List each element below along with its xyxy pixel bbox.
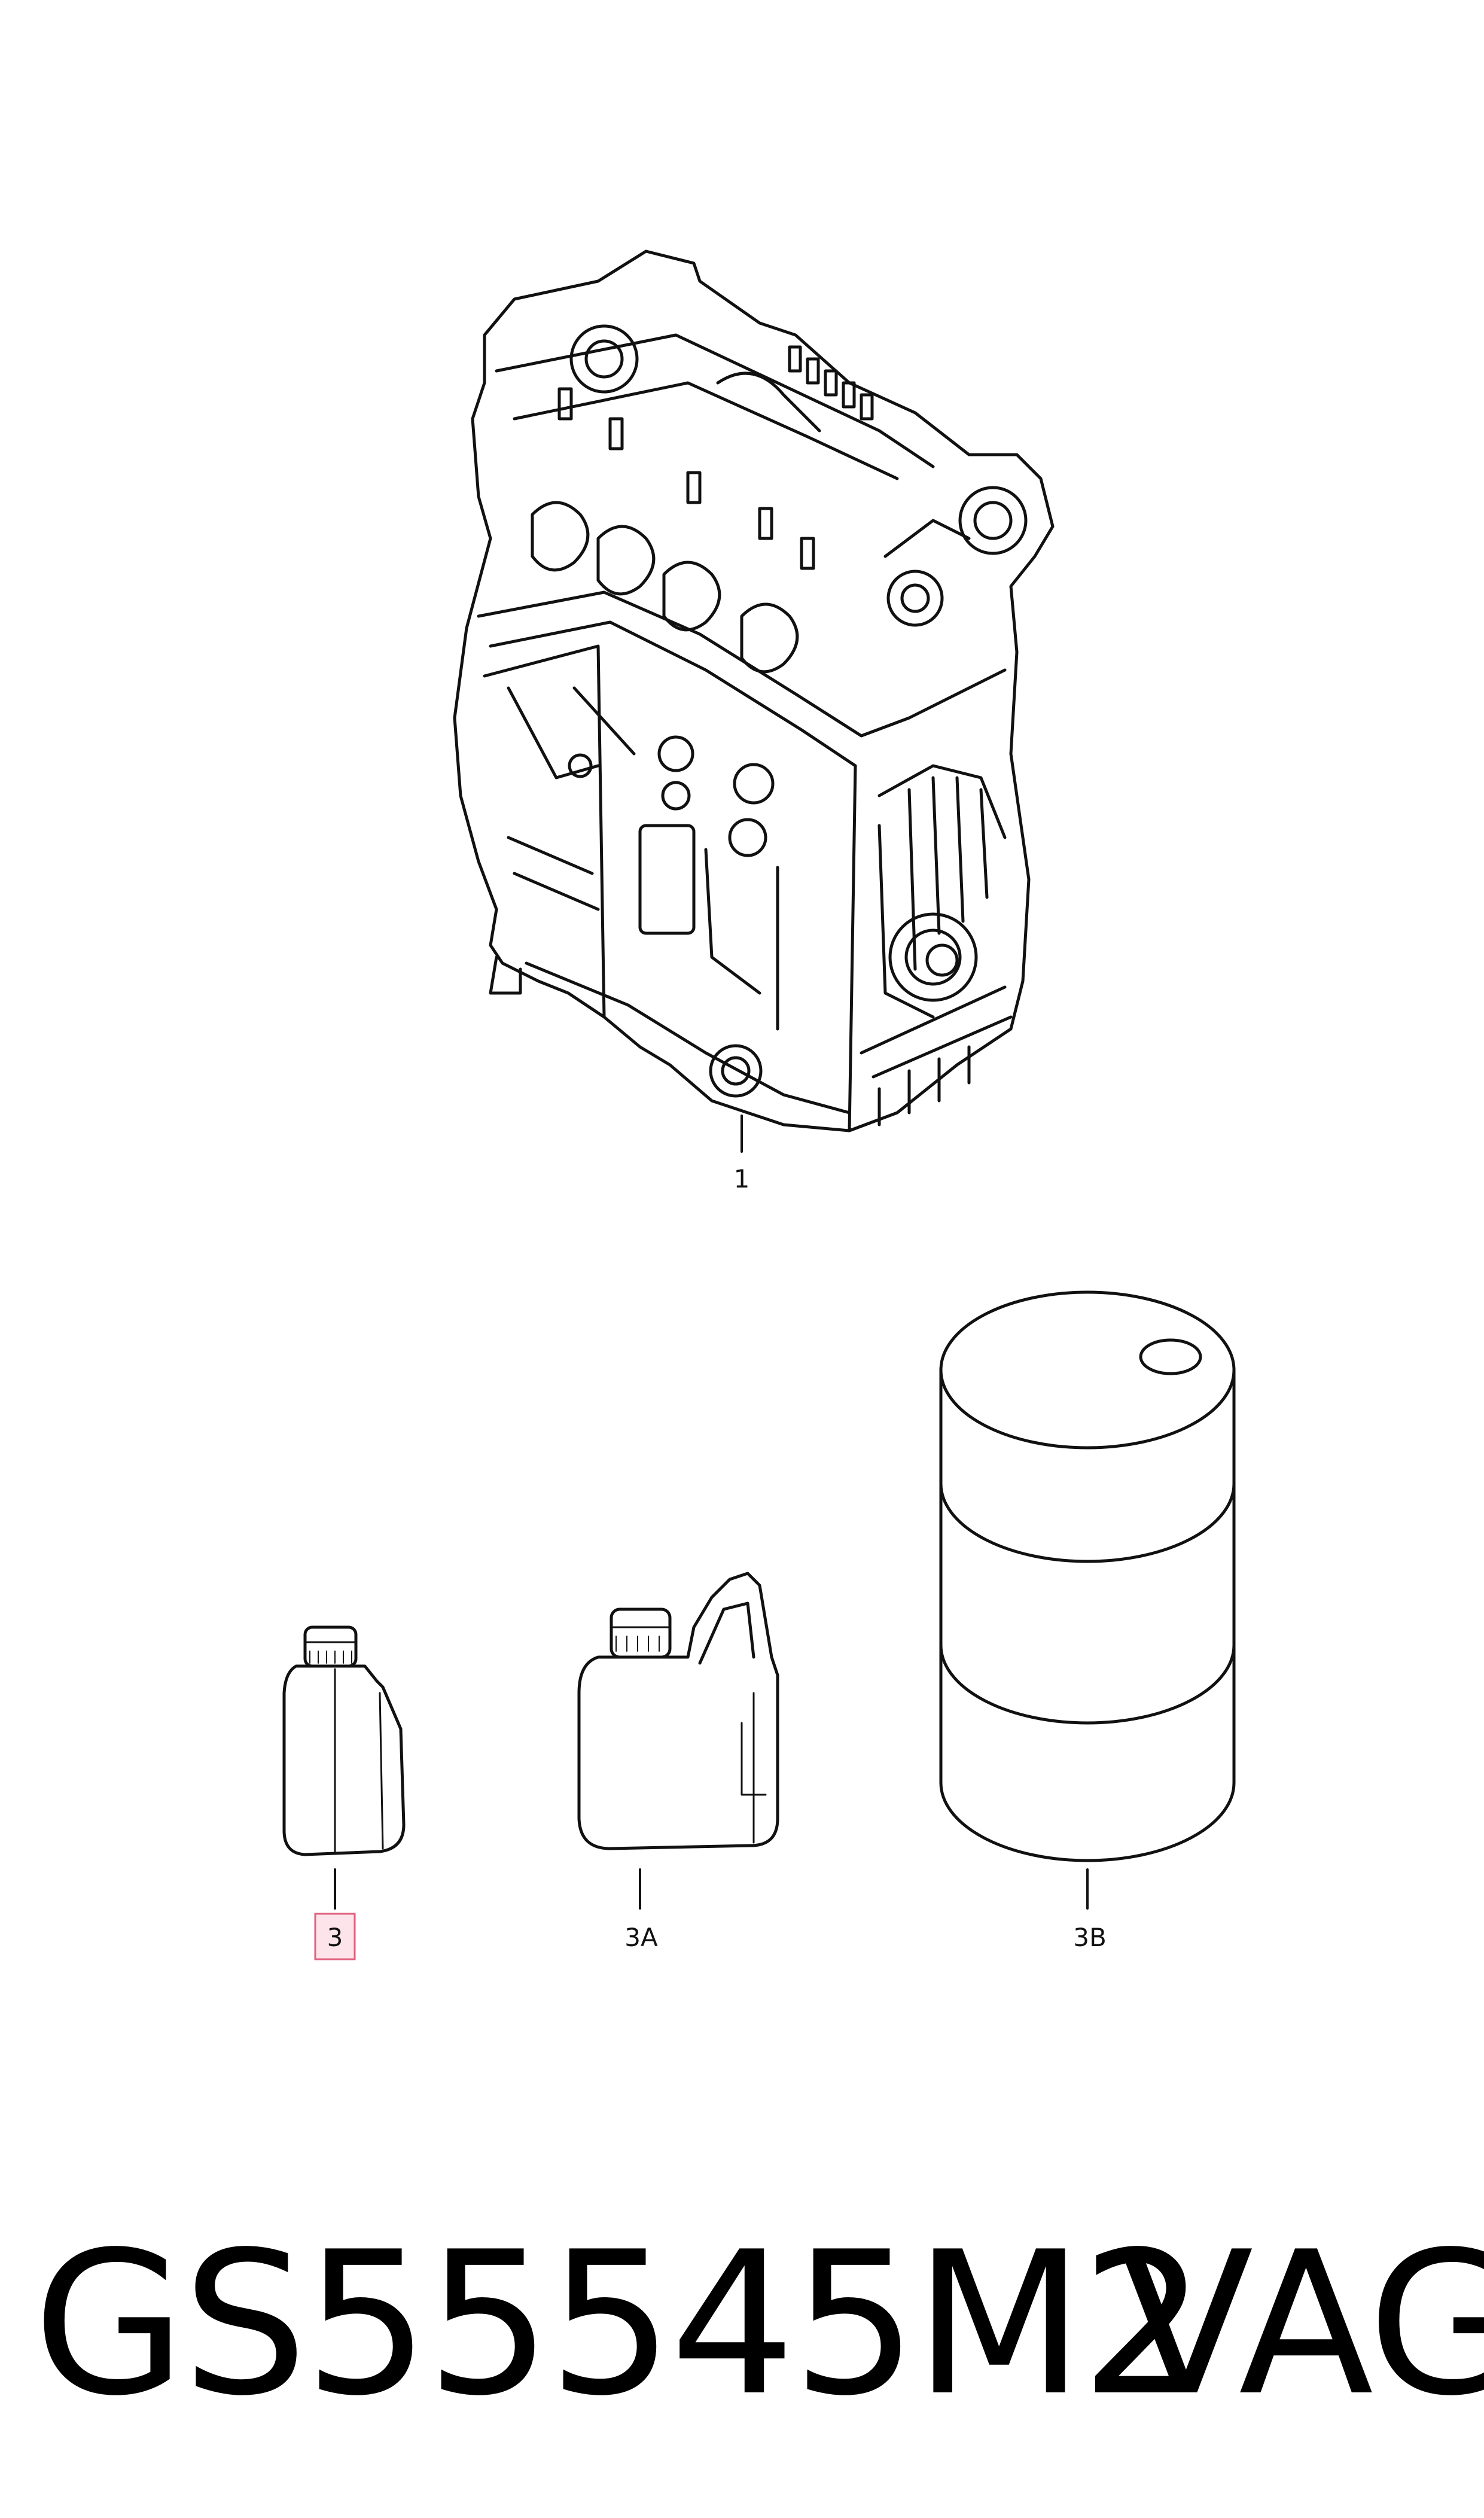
callout-small-bottle: 3: [327, 1923, 343, 1952]
brand-label: VAG: [1119, 2209, 1484, 2439]
callout-highlight-box: [314, 1913, 356, 1960]
part-number-label: GS55545M2: [33, 2209, 1206, 2439]
parts-diagram: 1 3 3A 3B: [282, 249, 1236, 1960]
callout-drum: 3B: [1073, 1923, 1107, 1952]
callout-engine: 1: [734, 1164, 750, 1193]
callout-canister: 3A: [624, 1923, 658, 1952]
canister-illustration: [577, 1572, 779, 1910]
engine-block-illustration: [453, 249, 1055, 1153]
small-bottle-illustration: [282, 1625, 406, 1910]
drum-illustration: [939, 1290, 1236, 1910]
